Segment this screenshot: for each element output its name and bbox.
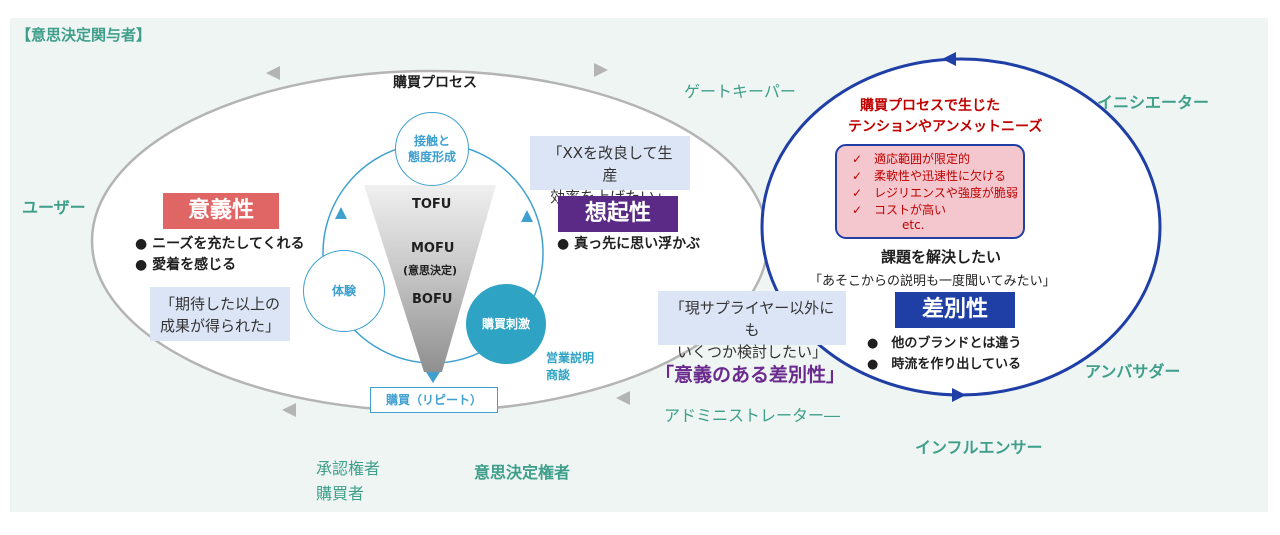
meaning-bullet-1: ● ニーズを充たしてくれる (135, 236, 305, 252)
diff-quote-line2: いくつか検討したい」 (676, 343, 827, 361)
stage-stimulus: 購買刺激 (466, 284, 546, 364)
tension-item-3: ✓ レジリエンスや強度が脆弱 (852, 186, 1018, 200)
stage-awareness: 接触と態度形成 (395, 112, 469, 186)
sales-line2: 商談 (546, 368, 571, 382)
tension-item-4: ✓ コストが高い (852, 203, 947, 217)
header-label: 【意思決定関与者】 (16, 26, 152, 44)
arrow-icon-bottom-left (282, 403, 296, 417)
sales-line1: 営業説明 (546, 351, 595, 365)
meaning-quote-line2: 成果が得られた」 (160, 317, 281, 335)
role-gatekeeper: ゲートキーパー (684, 82, 796, 101)
tension-box (835, 144, 1025, 239)
tension-solve: 課題を解決したい (881, 248, 1002, 266)
meaningful-differentiation: 「意義のある差別性」 (655, 364, 846, 386)
stage-experience: 体験 (303, 250, 385, 332)
arrow-icon-blue-top (942, 52, 956, 66)
role-approver-line1: 承認権者 (316, 459, 381, 478)
stage-awareness-line1: 接触と (413, 134, 450, 148)
arrow-icon-top-left (266, 66, 280, 80)
arrow-icon-funnel (426, 372, 440, 383)
funnel-tofu: TOFU (412, 197, 452, 212)
meaning-tag: 意義性 (163, 193, 279, 229)
funnel-bofu: BOFU (412, 292, 453, 307)
meaning-bullet-2: ● 愛着を感じる (135, 257, 237, 273)
diff-bullet-2: ● 時流を作り出している (867, 357, 1021, 372)
role-ambassador: アンバサダー (1085, 362, 1181, 381)
repeat-purchase-box: 購買（リピート） (370, 387, 498, 413)
recall-quote-line1: 「XXを改良して生産 (547, 144, 673, 184)
recall-tag: 想起性 (558, 196, 678, 232)
diff-tag: 差別性 (895, 292, 1015, 328)
stage-experience-label: 体験 (331, 284, 356, 298)
role-initiator: イニシエーター (1097, 93, 1210, 112)
diff-quote: 「現サプライヤー以外にも いくつか検討したい」 (658, 291, 846, 361)
tension-etc: etc. (902, 218, 925, 232)
process-title: 購買プロセス (393, 75, 477, 91)
diff-bullet-1: ● 他のブランドとは違う (867, 336, 1022, 351)
stage-awareness-line2: 態度形成 (407, 150, 456, 164)
funnel-mofu-sub: (意思決定) (403, 264, 458, 277)
tension-item-2: ✓ 柔軟性や迅速性に欠ける (852, 169, 1007, 183)
role-administrator: アドミニストレーター― (664, 406, 841, 425)
meaning-quote: 「期待した以上の 成果が得られた」 (150, 287, 290, 341)
tension-item-1: ✓ 適応範囲が限定的 (852, 152, 971, 166)
tension-title-line2: テンションやアンメットニーズ (848, 119, 1043, 135)
role-decision-maker: 意思決定権者 (474, 463, 571, 482)
arrow-icon-cycle-left (335, 207, 347, 219)
tension-solve-quote: 「あそこからの説明も一度聞いてみたい」 (809, 274, 1056, 289)
role-approver-line2: 購買者 (316, 484, 365, 503)
tension-title-line1: 購買プロセスで生じた (860, 98, 1000, 114)
arrow-icon-bottom-right (616, 391, 630, 405)
arrow-icon-top-right (594, 63, 608, 77)
funnel (364, 185, 496, 372)
role-user: ユーザー (22, 198, 86, 217)
stage-stimulus-label: 購買刺激 (481, 317, 530, 331)
meaning-quote-line1: 「期待した以上の (160, 295, 281, 313)
funnel-mofu: MOFU (411, 241, 455, 256)
recall-quote: 「XXを改良して生産 効率を上げたい」 (530, 136, 690, 206)
diff-quote-line1: 「現サプライヤー以外にも (669, 299, 835, 339)
arrow-icon-cycle-right (521, 210, 533, 222)
role-influencer: インフルエンサー (915, 438, 1043, 457)
arrow-icon-blue-bottom (952, 388, 966, 402)
recall-bullet: ● 真っ先に思い浮かぶ (557, 236, 701, 252)
